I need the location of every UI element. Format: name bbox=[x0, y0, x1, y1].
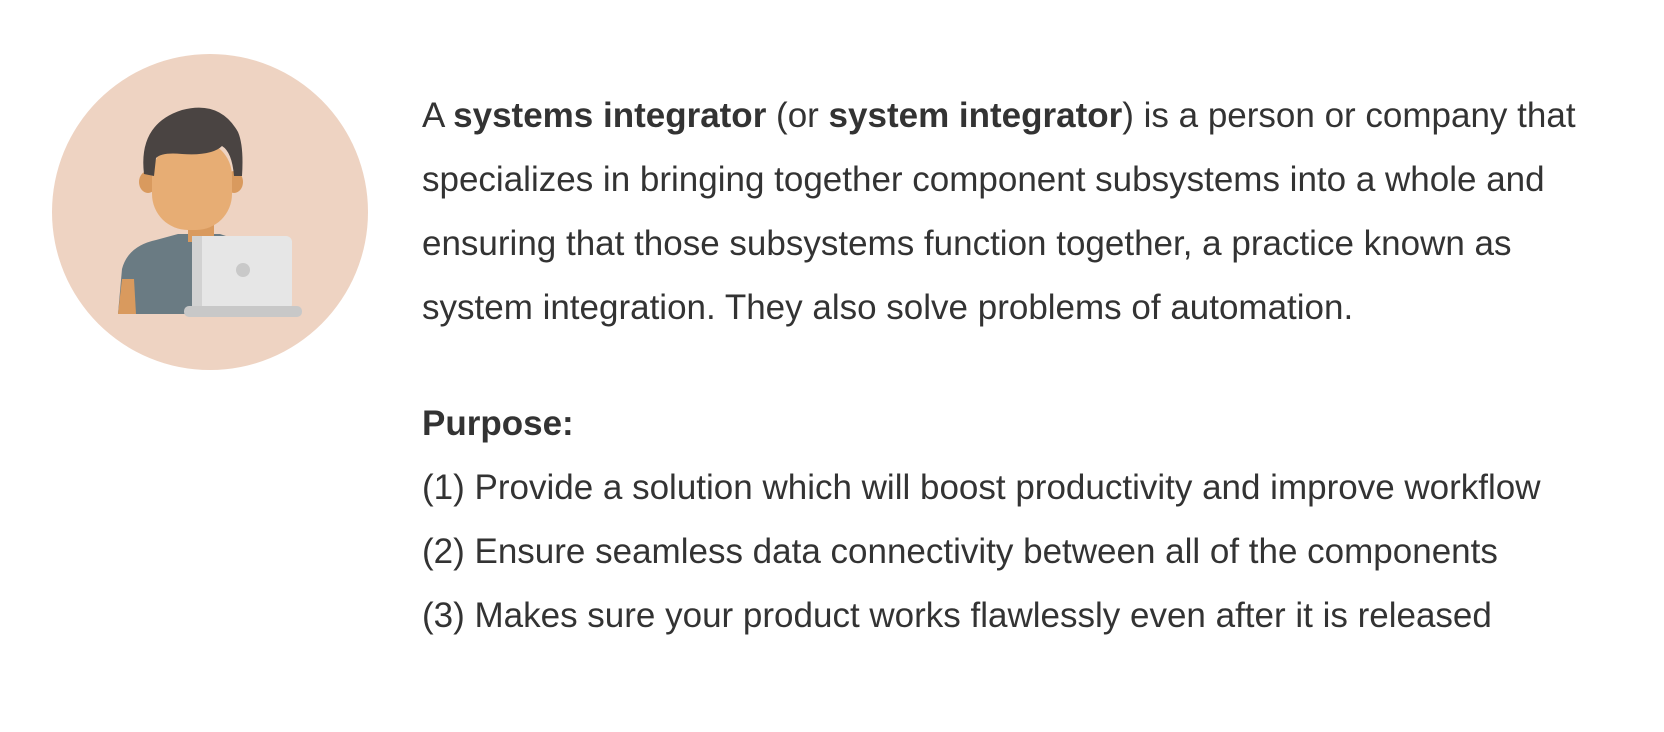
intro-text-rest: ) is a person or company that specialize… bbox=[422, 96, 1576, 327]
term-systems-integrator: systems integrator bbox=[453, 96, 767, 135]
intro-paragraph: A systems integrator (or system integrat… bbox=[422, 84, 1622, 340]
purpose-item-1: (1) Provide a solution which will boost … bbox=[422, 468, 1541, 507]
intro-text-start: A bbox=[422, 96, 454, 135]
person-with-laptop-icon bbox=[52, 54, 368, 370]
avatar bbox=[52, 54, 368, 370]
purpose-item-2: (2) Ensure seamless data connectivity be… bbox=[422, 532, 1498, 571]
intro-text-or: (or bbox=[766, 96, 829, 135]
main-content: A systems integrator (or system integrat… bbox=[422, 84, 1622, 648]
purpose-item-3: (3) Makes sure your product works flawle… bbox=[422, 596, 1492, 635]
term-system-integrator: system integrator bbox=[828, 96, 1123, 135]
purpose-heading: Purpose: bbox=[422, 404, 574, 443]
purpose-list: (1) Provide a solution which will boost … bbox=[422, 456, 1622, 648]
